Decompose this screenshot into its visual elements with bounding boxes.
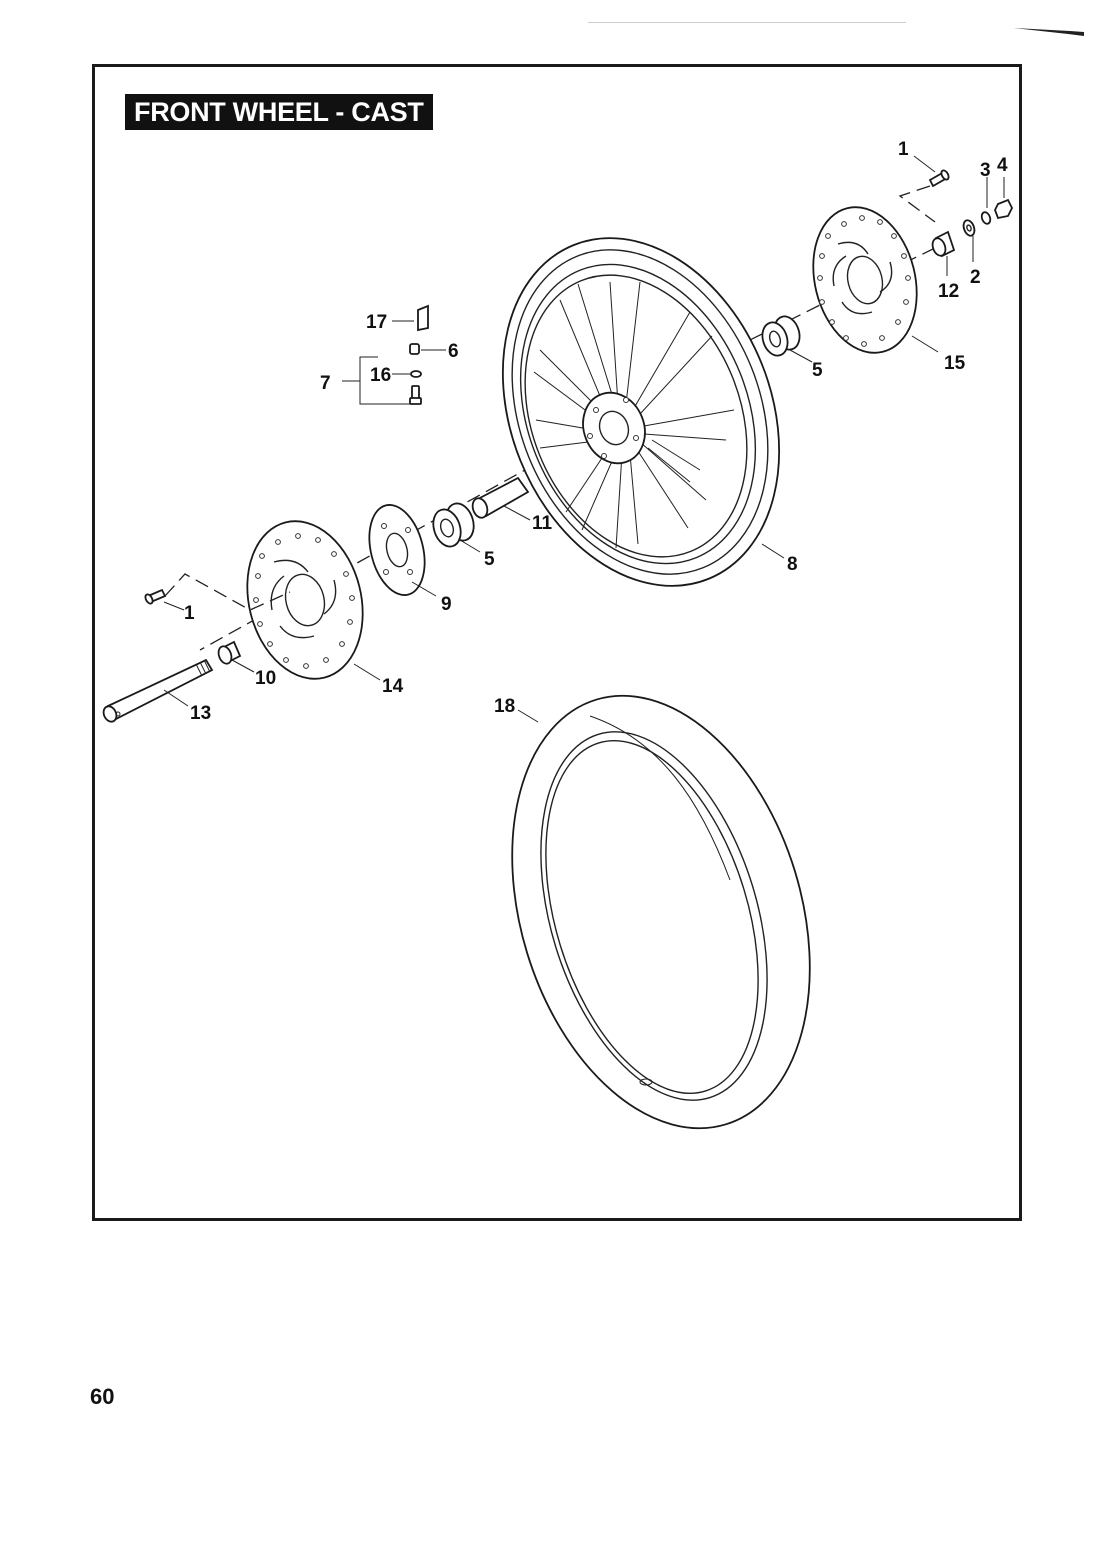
callout-4: 4 (997, 155, 1008, 176)
callout-10: 10 (255, 668, 276, 689)
callout-5-right: 5 (812, 360, 823, 381)
leader-lines (163, 155, 1005, 723)
callout-16: 16 (370, 365, 391, 386)
callout-17: 17 (366, 312, 387, 333)
front-tire (511, 694, 811, 1130)
scan-artifact-mark (1014, 28, 1084, 36)
callout-15: 15 (944, 353, 966, 374)
spacer-plate (368, 504, 426, 596)
callout-13: 13 (190, 703, 211, 724)
cast-wheel (501, 237, 781, 587)
page-number: 60 (90, 1384, 115, 1409)
balance-weight (417, 304, 429, 332)
callout-3: 3 (980, 160, 991, 181)
valve-cap (409, 343, 420, 355)
page-title: FRONT WHEEL - CAST (125, 94, 433, 130)
axle-spacer-tube (471, 476, 530, 519)
callout-12: 12 (938, 281, 959, 302)
bearing-left (432, 502, 475, 548)
front-axle (102, 658, 214, 723)
diagram-frame (92, 64, 1022, 1221)
callout-7: 7 (320, 373, 331, 394)
callout-11: 11 (532, 513, 553, 534)
valve-nut (410, 370, 422, 378)
callout-2: 2 (970, 267, 981, 288)
callout-9: 9 (441, 594, 452, 615)
callout-8: 8 (787, 554, 798, 575)
lockwasher (980, 211, 992, 225)
callout-numbers: 1 3 4 12 2 15 5 17 6 7 16 11 5 8 9 1 10 … (184, 139, 1008, 724)
callout-18: 18 (494, 696, 515, 717)
right-axle-spacer (931, 230, 956, 258)
disc-screw-left (144, 588, 167, 605)
callout-6: 6 (448, 341, 459, 362)
left-axle-spacer (217, 640, 242, 665)
bearing-right (761, 315, 801, 357)
axle-nut (994, 198, 1014, 220)
callout-14: 14 (382, 676, 404, 697)
callout-5-left: 5 (484, 549, 495, 570)
valve-stem (409, 385, 422, 405)
right-brake-disc (812, 206, 918, 354)
callout-1-top: 1 (898, 139, 909, 160)
scan-artifact-line (588, 22, 906, 23)
callout-1-left: 1 (184, 603, 195, 624)
washer (962, 219, 976, 237)
left-brake-disc (246, 520, 364, 680)
disc-screw-top (928, 169, 950, 188)
